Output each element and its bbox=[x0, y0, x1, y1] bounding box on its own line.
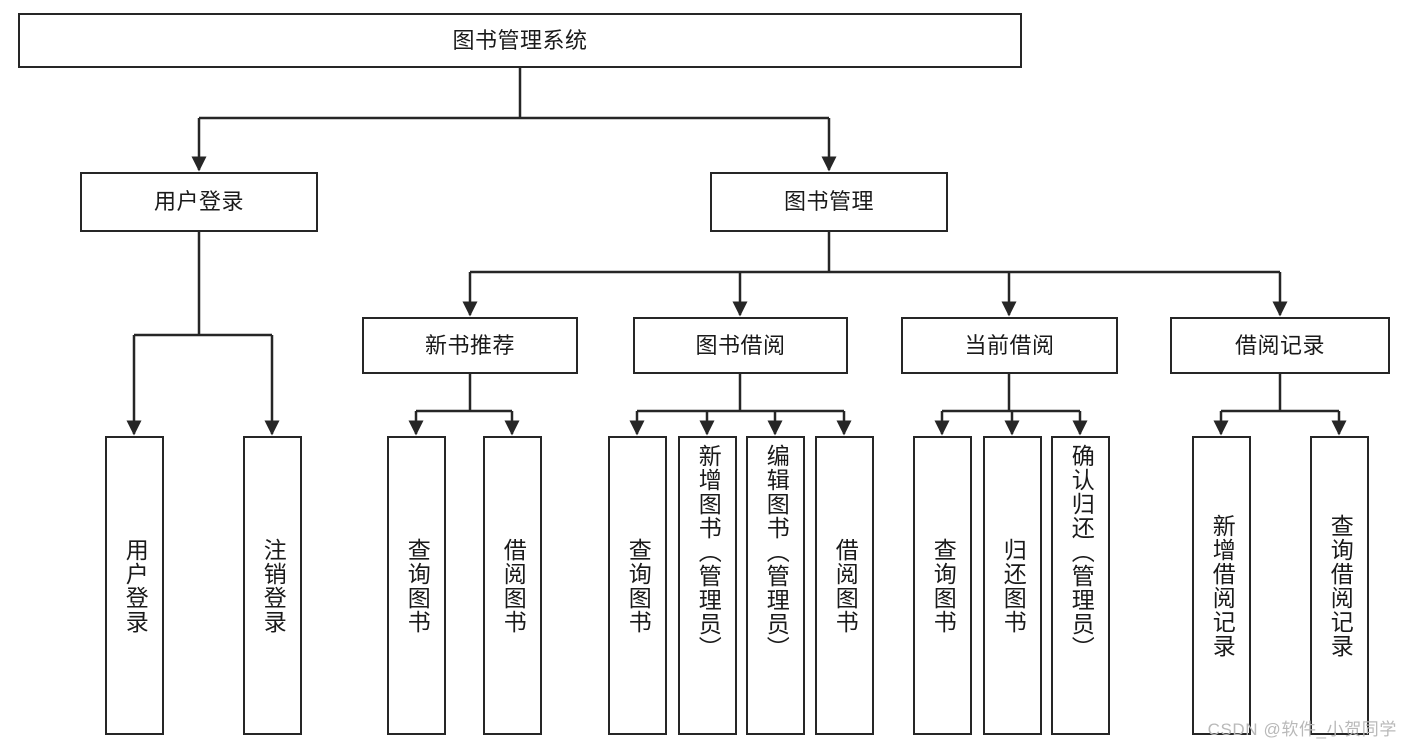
node-label: 用户登录 bbox=[122, 537, 149, 634]
leaf-leaf-logout[interactable]: 注销登录 bbox=[243, 436, 302, 735]
node-label: 用户登录 bbox=[153, 189, 244, 215]
leaf-leaf-return-book[interactable]: 归还图书 bbox=[983, 436, 1042, 735]
leaf-leaf-query-book-3[interactable]: 查询图书 bbox=[913, 436, 972, 735]
leaf-leaf-borrow-book-1[interactable]: 借阅图书 bbox=[483, 436, 542, 735]
leaf-leaf-confirm-return[interactable]: 确认归还（管理员） bbox=[1051, 436, 1110, 735]
node-book-borrow[interactable]: 图书借阅 bbox=[633, 317, 848, 374]
node-borrow-record[interactable]: 借阅记录 bbox=[1170, 317, 1390, 374]
leaf-leaf-add-book[interactable]: 新增图书（管理员） bbox=[678, 436, 737, 735]
node-new-book-recommend[interactable]: 新书推荐 bbox=[362, 317, 578, 374]
node-label: 查询借阅记录 bbox=[1327, 513, 1354, 658]
node-root[interactable]: 图书管理系统 bbox=[18, 13, 1022, 68]
node-label: 借阅图书 bbox=[500, 537, 527, 634]
node-label: 图书管理 bbox=[783, 189, 874, 215]
node-label: 借阅记录 bbox=[1234, 332, 1325, 358]
node-label: 新书推荐 bbox=[424, 332, 515, 358]
node-label: 借阅图书 bbox=[832, 537, 859, 634]
node-label: 新增借阅记录 bbox=[1209, 513, 1236, 658]
leaf-leaf-query-record[interactable]: 查询借阅记录 bbox=[1310, 436, 1369, 735]
node-label: 查询图书 bbox=[404, 537, 431, 634]
leaf-leaf-query-book-1[interactable]: 查询图书 bbox=[387, 436, 446, 735]
node-label: 查询图书 bbox=[930, 537, 957, 634]
node-label: 图书借阅 bbox=[695, 332, 786, 358]
node-label: 当前借阅 bbox=[964, 332, 1055, 358]
node-label: 编辑图书（管理员） bbox=[763, 444, 790, 660]
node-label: 注销登录 bbox=[260, 537, 287, 634]
node-label: 新增图书（管理员） bbox=[695, 444, 722, 660]
node-user-login[interactable]: 用户登录 bbox=[80, 172, 318, 232]
node-current-borrow[interactable]: 当前借阅 bbox=[901, 317, 1118, 374]
leaf-leaf-query-book-2[interactable]: 查询图书 bbox=[608, 436, 667, 735]
node-label: 归还图书 bbox=[1000, 537, 1027, 634]
node-label: 确认归还（管理员） bbox=[1068, 444, 1095, 660]
leaf-leaf-borrow-book-2[interactable]: 借阅图书 bbox=[815, 436, 874, 735]
leaf-leaf-user-login[interactable]: 用户登录 bbox=[105, 436, 164, 735]
node-label: 图书管理系统 bbox=[452, 27, 588, 53]
leaf-leaf-edit-book[interactable]: 编辑图书（管理员） bbox=[746, 436, 805, 735]
node-label: 查询图书 bbox=[625, 537, 652, 634]
leaf-leaf-add-record[interactable]: 新增借阅记录 bbox=[1192, 436, 1251, 735]
node-book-manage[interactable]: 图书管理 bbox=[710, 172, 948, 232]
